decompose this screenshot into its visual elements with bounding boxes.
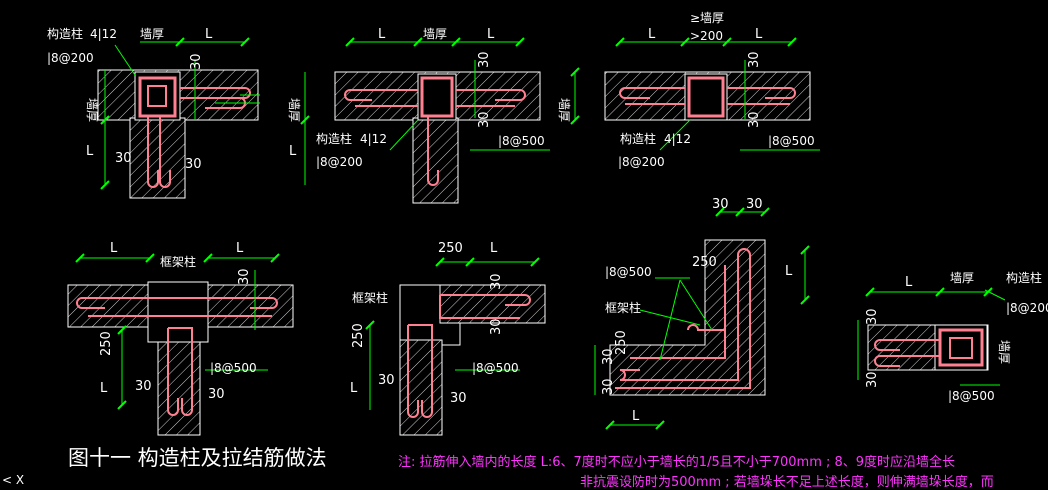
dim-30-1b: 30: [185, 157, 202, 172]
dim-250-6a: 250: [692, 255, 717, 270]
label-qianghou-v2: 墙厚: [287, 98, 301, 122]
dim-L-6a: L: [785, 264, 793, 279]
dim-L-5v: L: [350, 381, 358, 396]
label-gzz-1: 构造柱: [47, 26, 83, 41]
dim-30-4a: 30: [135, 379, 152, 394]
dim-250-6v: 250: [614, 330, 629, 355]
status-text: < X: [2, 473, 24, 487]
dim-L-4a: L: [110, 241, 118, 256]
detail-frame-t: [67, 253, 294, 436]
dim-30-6b: 30: [746, 197, 763, 212]
dim-L-2a: L: [378, 27, 386, 42]
label-4-12-3: 4|12: [664, 132, 691, 146]
label-qianghou-7: 墙厚: [950, 271, 974, 285]
label-qianghou-v3: 墙厚: [557, 98, 571, 122]
dim-30-5b: 30: [450, 391, 467, 406]
label-kjz-4: 框架柱: [160, 254, 196, 269]
dim-30-6v2: 30: [601, 378, 616, 395]
label-stirrup-1: |8@200: [47, 51, 94, 65]
dim-L-5a: L: [490, 241, 498, 256]
label-4-12-1: 4|12: [90, 27, 117, 41]
dim-L-4v: L: [100, 381, 108, 396]
dim-L-6b: L: [632, 409, 640, 424]
dim-30-2a: 30: [477, 51, 492, 68]
dim-30-6v1: 30: [601, 348, 616, 365]
dim-30-1c: 30: [189, 53, 204, 70]
label-gzz-2: 构造柱: [316, 131, 352, 146]
figure-caption: 图十一 构造柱及拉结筋做法: [68, 446, 327, 470]
dim-30-5d: 30: [489, 318, 504, 335]
label-qianghou-v1: 墙厚: [85, 98, 99, 122]
label-gzz-7: 构造柱: [1006, 270, 1042, 285]
dim-L-7a: L: [905, 275, 913, 290]
detail-t-column: [300, 37, 550, 204]
label-tie-4: |8@500: [210, 361, 257, 375]
label-gt200: >200: [690, 29, 723, 43]
dim-250-5: 250: [438, 241, 463, 256]
detail-l-corner: [594, 207, 810, 430]
dim-L-2v: L: [289, 144, 297, 159]
label-ge-qianghou: ≥墙厚: [690, 11, 724, 25]
label-tie-3: |8@500: [768, 134, 815, 148]
label-stirrup-7: |8@200: [1006, 301, 1048, 315]
detail-mid-column: [570, 37, 820, 151]
dim-30-2b: 30: [477, 111, 492, 128]
dim-30-5a: 30: [378, 373, 395, 388]
label-qianghou-v7: 墙厚: [997, 340, 1011, 364]
label-tie-5: |8@500: [472, 361, 519, 375]
label-qianghou-1: 墙厚: [140, 27, 164, 41]
dim-L-1: L: [205, 27, 213, 42]
note-line-2: 非抗震设防时为500mm ; 若墙垛长不足上述长度，则伸满墙垛长度，而: [580, 474, 994, 490]
dim-30-6a: 30: [712, 197, 729, 212]
detail-frame-corner: [365, 257, 546, 436]
dim-30-1a: 30: [115, 151, 132, 166]
dim-L-4b: L: [236, 241, 244, 256]
dim-L-3a: L: [648, 27, 656, 42]
dim-L-3b: L: [755, 27, 763, 42]
dim-30-3a: 30: [747, 51, 762, 68]
dim-L-2b: L: [487, 27, 495, 42]
dim-30-4c: 30: [237, 268, 252, 285]
label-kjz-5: 框架柱: [352, 290, 388, 305]
label-tie-7: |8@500: [948, 389, 995, 403]
detail-end-column: [857, 287, 1006, 386]
detail-corner-column: [97, 37, 260, 199]
label-4-12-2: 4|12: [360, 132, 387, 146]
dim-30-5c: 30: [489, 273, 504, 290]
label-gzz-3: 构造柱: [620, 131, 656, 146]
dim-250-5v: 250: [351, 323, 366, 348]
label-stirrup-2: |8@200: [316, 155, 363, 169]
dim-L-1v: L: [86, 144, 94, 159]
label-tie-6: |8@500: [605, 265, 652, 279]
label-kjz-6: 框架柱: [605, 300, 641, 315]
label-qianghou-2: 墙厚: [423, 27, 447, 41]
label-stirrup-3: |8@200: [618, 155, 665, 169]
dim-30-4b: 30: [208, 387, 225, 402]
dim-30-7a: 30: [865, 308, 880, 325]
label-tie-2: |8@500: [498, 134, 545, 148]
note-line-1: 注: 拉筋伸入墙内的长度 L:6、7度时不应小于墙长的1/5且不小于700mm …: [398, 454, 955, 470]
dim-30-3b: 30: [747, 111, 762, 128]
dim-30-7b: 30: [865, 371, 880, 388]
dim-250-4: 250: [99, 331, 114, 356]
